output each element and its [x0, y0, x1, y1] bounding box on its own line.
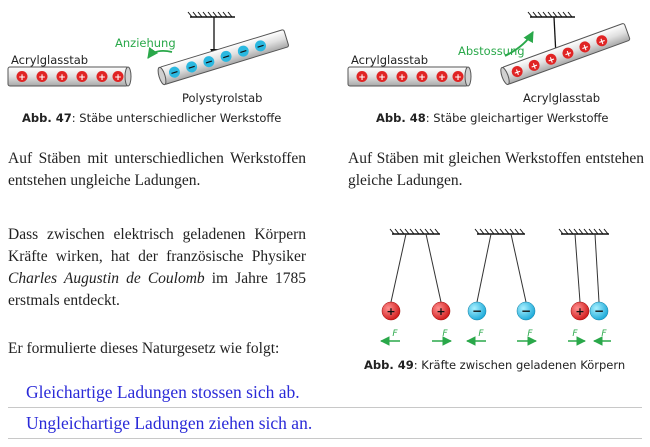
positive-charges: + + + + + + — [511, 35, 608, 79]
ball-sign: − — [472, 304, 482, 318]
ball-sign: + — [575, 305, 584, 318]
svg-text:+: + — [378, 73, 386, 83]
attraction-arrow — [147, 46, 173, 59]
svg-text:−: − — [238, 46, 249, 59]
ball-sign: + — [386, 305, 395, 318]
svg-text:+: + — [418, 73, 426, 83]
ball-negative — [589, 301, 609, 321]
ball-positive — [431, 301, 451, 321]
law-unlike-charges-attract: Ungleichartige Ladungen ziehen sich an. — [8, 409, 642, 439]
svg-text:−: − — [255, 40, 266, 53]
ceiling-hatch — [527, 11, 575, 18]
svg-text:+: + — [98, 73, 106, 83]
ball-sign: + — [436, 305, 445, 318]
label-polystyrene: Polystyrolstab — [182, 91, 262, 105]
paragraph-coulomb: Dass zwischen elektrisch geladenen Körpe… — [8, 224, 306, 312]
svg-text:+: + — [18, 73, 26, 83]
positive-charges: + + + + + + — [16, 71, 124, 83]
ball-positive — [570, 301, 590, 321]
svg-text:+: + — [438, 73, 446, 83]
svg-text:+: + — [58, 73, 66, 83]
force-label: F — [478, 329, 484, 339]
coulomb-text-after: im Jahre 1785 erstmals entdeckt. — [8, 270, 306, 309]
ceiling-hatch — [187, 11, 235, 18]
svg-text:−: − — [169, 67, 180, 80]
force-label: F — [392, 329, 398, 339]
acrylic-rod-left: + + + + + + — [7, 66, 132, 87]
pendulum-pair-positive-positive: + + F F — [380, 228, 452, 346]
label-acrylic-left: Acrylglasstab — [351, 53, 428, 67]
svg-text:+: + — [597, 36, 608, 48]
pendulum-pair-positive-negative: + − F F — [558, 228, 611, 346]
caption-fig47: Abb. 47: Stäbe unterschiedlicher Werksto… — [22, 111, 281, 125]
ball-sign: − — [594, 304, 604, 318]
caption-text: : Stäbe gleichartiger Werkstoffe — [425, 111, 609, 125]
negative-charges: − − − − − − — [168, 40, 266, 80]
svg-text:+: + — [454, 73, 462, 83]
force-label: F — [572, 329, 578, 339]
repulsion-arrow — [504, 31, 534, 57]
acrylic-rod-left: + + + + + + — [347, 66, 472, 87]
paragraph-different-materials: Auf Stäben mit unterschiedlichen Werksto… — [8, 150, 306, 189]
caption-number: Abb. 49 — [364, 358, 414, 372]
svg-text:+: + — [563, 49, 574, 61]
ball-sign: − — [521, 304, 531, 318]
svg-text:+: + — [512, 67, 523, 79]
svg-text:+: + — [358, 73, 366, 83]
svg-text:−: − — [186, 61, 197, 74]
force-label: F — [601, 329, 607, 339]
label-acrylic-right: Acrylglasstab — [523, 91, 600, 105]
caption-fig48: Abb. 48: Stäbe gleichartiger Werkstoffe — [376, 111, 608, 125]
pendulum-pair-negative-negative: − − F F — [466, 228, 537, 346]
label-attraction: Anziehung — [115, 36, 176, 50]
svg-text:+: + — [529, 61, 540, 73]
svg-text:+: + — [114, 73, 122, 83]
caption-number: Abb. 48 — [376, 111, 426, 125]
label-repulsion: Abstossung — [458, 44, 525, 58]
coulomb-text-before: Dass zwischen elektrisch geladenen Körpe… — [8, 226, 306, 265]
svg-text:−: − — [204, 56, 215, 69]
caption-number: Abb. 47 — [22, 111, 72, 125]
ball-positive — [381, 301, 401, 321]
svg-text:+: + — [398, 73, 406, 83]
positive-charges: + + + + + + — [356, 71, 464, 83]
polystyrene-rod: − − − − − − — [157, 29, 289, 86]
ball-negative — [516, 301, 536, 321]
svg-text:−: − — [221, 51, 232, 64]
figure-48: + + + + + + Acrylglasstab + + + + + + Ac… — [347, 11, 631, 105]
svg-text:+: + — [546, 55, 557, 67]
figure-49: + + F F − − F F — [380, 228, 611, 346]
law-like-charges-repel: Gleichartige Ladungen stossen sich ab. — [8, 378, 642, 408]
svg-text:+: + — [580, 42, 591, 54]
acrylic-rod-right: + + + + + + — [500, 23, 631, 86]
ball-negative — [467, 301, 487, 321]
figure-47: + + + + + + Acrylglasstab − − − − − − Po… — [7, 11, 289, 105]
label-acrylic-left: Acrylglasstab — [11, 53, 88, 67]
svg-text:+: + — [78, 73, 86, 83]
force-label: F — [442, 329, 448, 339]
caption-text: : Kräfte zwischen geladenen Körpern — [413, 358, 626, 372]
coulomb-name: Charles Augustin de Coulomb — [8, 270, 205, 287]
force-label: F — [527, 329, 533, 339]
svg-text:+: + — [38, 73, 46, 83]
paragraph-law-intro: Er formulierte dieses Naturgesetz wie fo… — [8, 340, 280, 357]
paragraph-same-materials: Auf Stäben mit gleichen Werkstoffen ents… — [348, 150, 644, 189]
caption-text: : Stäbe unterschiedlicher Werkstoffe — [71, 111, 282, 125]
caption-fig49: Abb. 49: Kräfte zwischen geladenen Körpe… — [364, 358, 625, 372]
